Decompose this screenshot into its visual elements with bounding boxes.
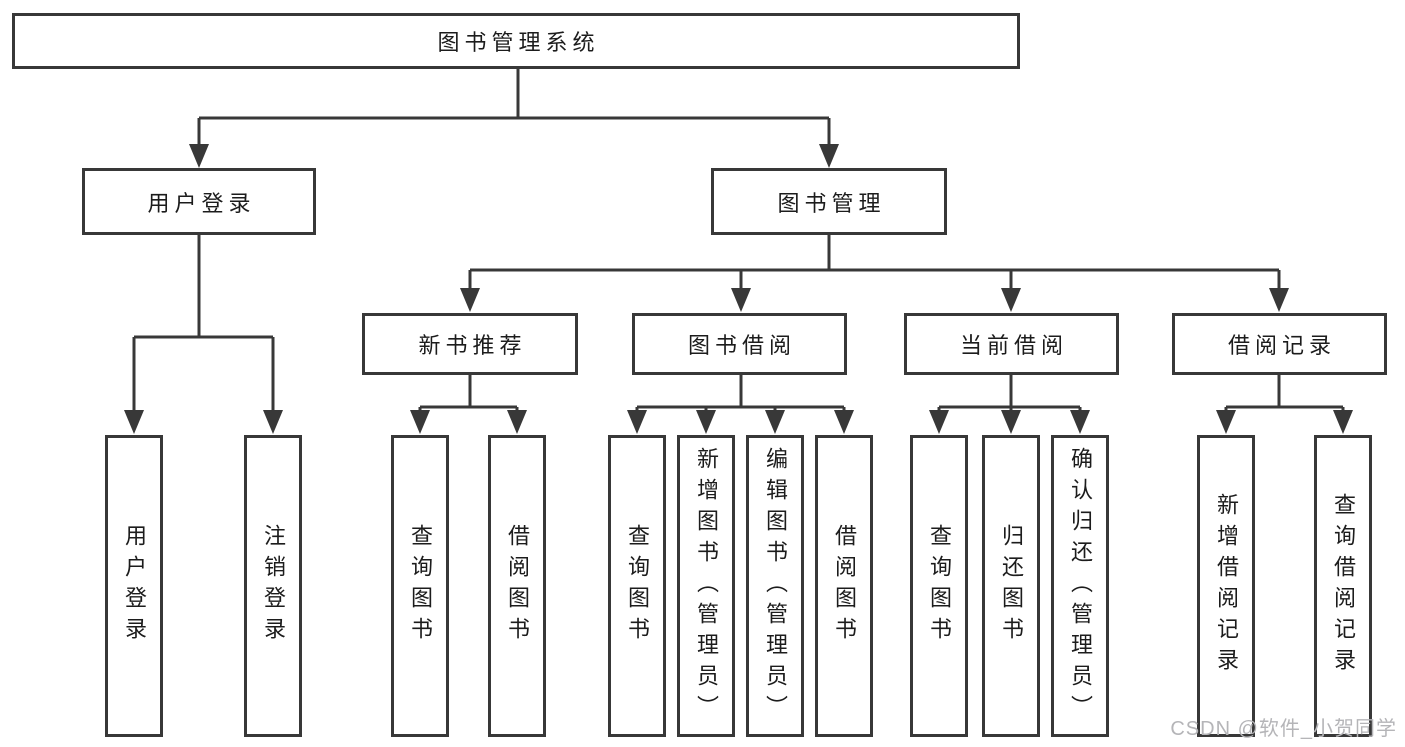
arrowhead [1001, 288, 1021, 312]
leaf-label: 借阅图书 [505, 524, 530, 648]
leaf-query-borrow-record: 查询借阅记录 [1314, 435, 1372, 737]
arrowheads [124, 144, 1353, 434]
connector-book-mgmt-branch [468, 235, 1281, 290]
leaf-query-book-recommend: 查询图书 [391, 435, 449, 737]
leaf-edit-book-admin: 编辑图书（管理员） [746, 435, 804, 737]
arrowhead [410, 410, 430, 434]
connector-newbook-branch [418, 375, 519, 414]
arrowhead [1269, 288, 1289, 312]
arrowhead [627, 410, 647, 434]
leaf-add-book-admin: 新增图书（管理员） [677, 435, 735, 737]
node-root: 图书管理系统 [12, 13, 1020, 69]
node-label: 图书管理 [777, 190, 886, 216]
arrowhead [263, 410, 283, 434]
leaf-label: 归还图书 [999, 524, 1024, 648]
arrowhead [1333, 410, 1353, 434]
connector-root-to-level2 [197, 69, 831, 146]
csdn-watermark: CSDN @软件_小贺同学 [1170, 718, 1397, 740]
leaf-label: 查询图书 [625, 524, 650, 648]
arrowhead [189, 144, 209, 168]
leaf-label: 用户登录 [122, 524, 147, 648]
leaf-label: 新增借阅记录 [1214, 493, 1239, 679]
connector-currentborrow-branch [937, 375, 1082, 414]
leaf-label: 借阅图书 [832, 524, 857, 648]
arrowhead [1216, 410, 1236, 434]
arrowhead [834, 410, 854, 434]
connector-bookborrow-branch [635, 375, 846, 414]
arrowhead [1001, 410, 1021, 434]
leaf-label: 确认归还（管理员） [1068, 446, 1093, 726]
leaf-borrow-book-recommend: 借阅图书 [488, 435, 546, 737]
node-label: 用户登录 [147, 190, 256, 216]
leaf-label: 查询图书 [408, 524, 433, 648]
arrowhead [765, 410, 785, 434]
leaf-borrow-book: 借阅图书 [815, 435, 873, 737]
node-book-management: 图书管理 [711, 168, 947, 235]
leaf-return-book: 归还图书 [982, 435, 1040, 737]
leaf-query-book-current: 查询图书 [910, 435, 968, 737]
arrowhead [929, 410, 949, 434]
node-label: 新书推荐 [418, 333, 527, 358]
leaf-label: 编辑图书（管理员） [763, 446, 788, 726]
node-label: 当前借阅 [959, 333, 1068, 358]
leaf-add-borrow-record: 新增借阅记录 [1197, 435, 1255, 737]
node-user-login: 用户登录 [82, 168, 316, 235]
arrowhead [507, 410, 527, 434]
node-label: 图书管理系统 [437, 30, 600, 55]
connector-records-branch [1224, 375, 1345, 414]
node-borrow-records: 借阅记录 [1172, 313, 1387, 375]
leaf-query-book-borrow: 查询图书 [608, 435, 666, 737]
arrowhead [819, 144, 839, 168]
leaf-label: 查询借阅记录 [1331, 493, 1356, 679]
node-label: 借阅记录 [1227, 333, 1336, 358]
leaf-label: 查询图书 [927, 524, 952, 648]
leaf-label: 注销登录 [261, 524, 286, 648]
leaf-user-login: 用户登录 [105, 435, 163, 737]
arrowhead [460, 288, 480, 312]
node-book-borrow: 图书借阅 [632, 313, 847, 375]
leaf-logout: 注销登录 [244, 435, 302, 737]
leaf-label: 新增图书（管理员） [694, 446, 719, 726]
node-new-book-recommend: 新书推荐 [362, 313, 578, 375]
leaf-confirm-return-admin: 确认归还（管理员） [1051, 435, 1109, 737]
node-label: 图书借阅 [687, 333, 796, 358]
arrowhead [696, 410, 716, 434]
arrowhead [124, 410, 144, 434]
node-current-borrow: 当前借阅 [904, 313, 1119, 375]
arrowhead [1070, 410, 1090, 434]
arrowhead [731, 288, 751, 312]
connector-user-login-branch [132, 235, 275, 412]
